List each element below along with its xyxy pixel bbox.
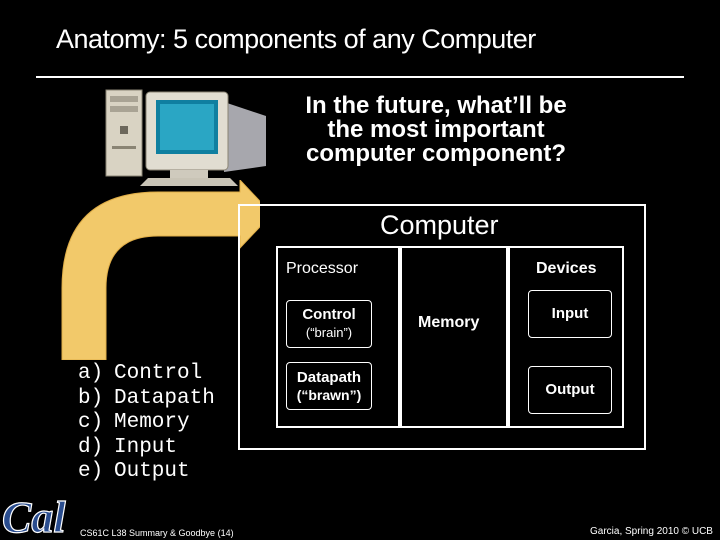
memory-box xyxy=(400,246,508,428)
answer-options: a)Control b)Datapath c)Memory d)Input e)… xyxy=(78,362,215,485)
input-box: Input xyxy=(528,290,612,338)
control-note: (“brain”) xyxy=(305,325,353,340)
option-c: c)Memory xyxy=(78,411,190,434)
slide-title: Anatomy: 5 components of any Computer xyxy=(56,24,536,54)
option-b: b)Datapath xyxy=(78,386,215,410)
devices-label: Devices xyxy=(536,260,597,277)
option-a: a)Control xyxy=(78,362,203,385)
option-d: d)Input xyxy=(78,435,178,459)
datapath-box: Datapath (“brawn”) xyxy=(286,362,372,410)
footer-credit: Garcia, Spring 2010 © UCB xyxy=(590,526,713,537)
title-divider xyxy=(36,76,684,78)
computer-box xyxy=(238,204,646,450)
datapath-label: Datapath xyxy=(296,369,362,386)
datapath-note: (“brawn”) xyxy=(296,387,362,403)
control-box: Control (“brain”) xyxy=(286,300,372,348)
computer-label: Computer xyxy=(380,210,499,240)
memory-label: Memory xyxy=(418,314,480,331)
processor-box xyxy=(276,246,400,428)
output-box: Output xyxy=(528,366,612,414)
question-text: In the future, what’ll be the most impor… xyxy=(305,92,567,167)
output-label: Output xyxy=(545,381,595,398)
devices-box xyxy=(508,246,624,428)
input-label: Input xyxy=(551,305,589,322)
processor-label: Processor xyxy=(286,260,359,277)
footer-course: CS61C L38 Summary & Goodbye (14) xyxy=(80,528,234,538)
computer-illustration xyxy=(105,89,266,186)
control-label: Control xyxy=(302,306,356,323)
feedback-arrow xyxy=(61,180,260,360)
option-e: e)Output xyxy=(78,460,190,483)
svg-text:Cal: Cal xyxy=(2,493,66,540)
cal-logo: Cal xyxy=(1,492,67,540)
